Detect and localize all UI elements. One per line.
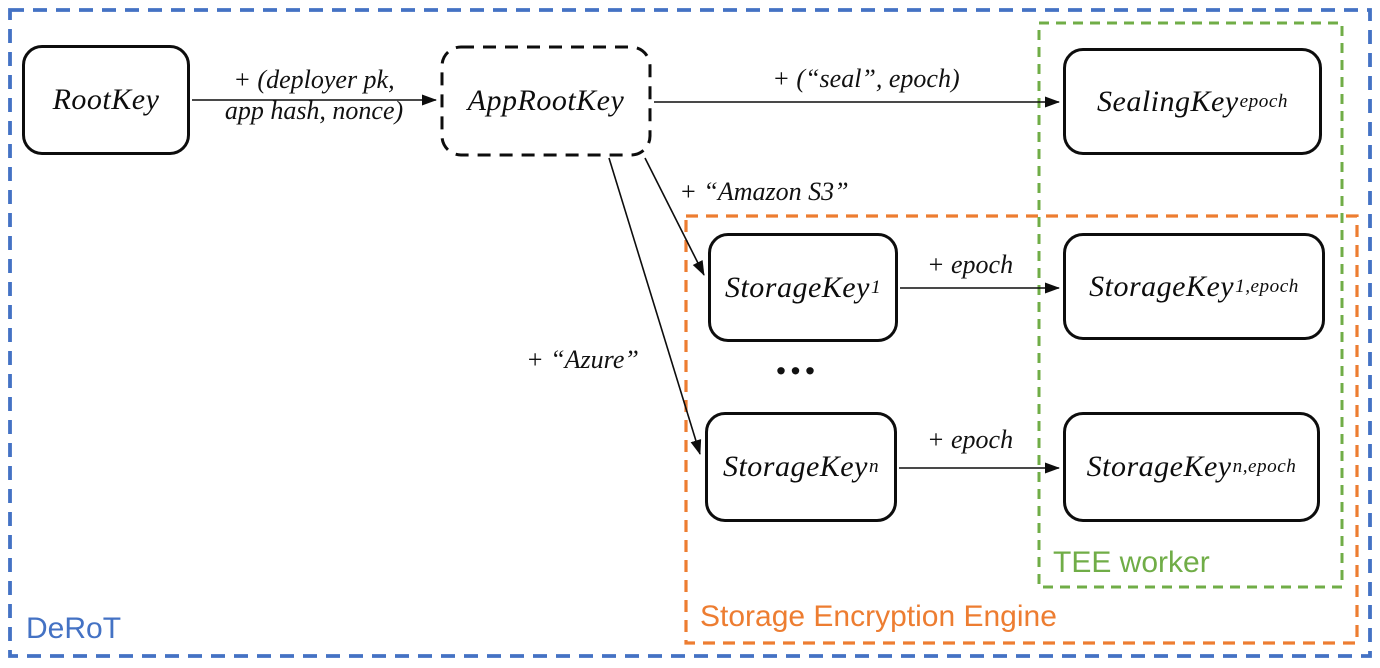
node-storage-key-1-subscript: 1 [870, 276, 882, 298]
node-sealing-key-label: SealingKey [1097, 84, 1239, 118]
storage-keys-ellipsis: ... [775, 333, 819, 384]
node-storage-key-1-label: StorageKey [724, 270, 870, 304]
edge-label-epoch-n: + epoch [926, 425, 1014, 454]
node-storage-key-n-epoch-subscript: n,epoch [1232, 456, 1297, 477]
edge-label-amazon-s3: + “Amazon S3” [679, 177, 849, 206]
storage-encryption-engine-region-label: Storage Encryption Engine [700, 600, 1057, 633]
node-storage-key-n-subscript: n [868, 456, 880, 477]
node-storage-key-1-epoch-subscript: 1,epoch [1235, 275, 1299, 297]
node-storage-key-1-epoch-label: StorageKey [1089, 269, 1235, 303]
node-sealing-key-subscript: epoch [1239, 90, 1288, 112]
node-root-key: RootKey [22, 45, 190, 155]
tee-worker-region-label: TEE worker [1053, 546, 1210, 579]
edge-label-seal-epoch: + (“seal”, epoch) [772, 64, 960, 93]
arrow-approotkey-to-storagekeyn [608, 157, 702, 455]
arrow-approotkey-to-storagekey1 [644, 157, 705, 276]
edge-label-deployer-params: + (deployer pk, app hash, nonce) [198, 64, 430, 126]
derot-region-label: DeRoT [26, 612, 122, 645]
edge-label-deployer-line2: app hash, nonce) [224, 96, 404, 125]
edge-label-azure: + “Azure” [526, 345, 639, 374]
node-root-key-label: RootKey [52, 83, 160, 116]
tee-worker-region-border [1037, 21, 1344, 589]
storage-encryption-engine-region-border [684, 214, 1359, 645]
app-root-key-dashed-border [440, 45, 652, 157]
node-storage-key-n-label: StorageKey [722, 450, 868, 483]
node-app-root-key-label: AppRootKey [467, 84, 625, 117]
node-storage-key-n-epoch-label: StorageKey [1086, 450, 1232, 483]
node-app-root-key: AppRootKey [440, 45, 652, 157]
derot-region-border [8, 8, 1372, 658]
edge-label-epoch-1: + epoch [926, 250, 1014, 279]
edge-label-deployer-line1: + (deployer pk, [233, 65, 395, 94]
